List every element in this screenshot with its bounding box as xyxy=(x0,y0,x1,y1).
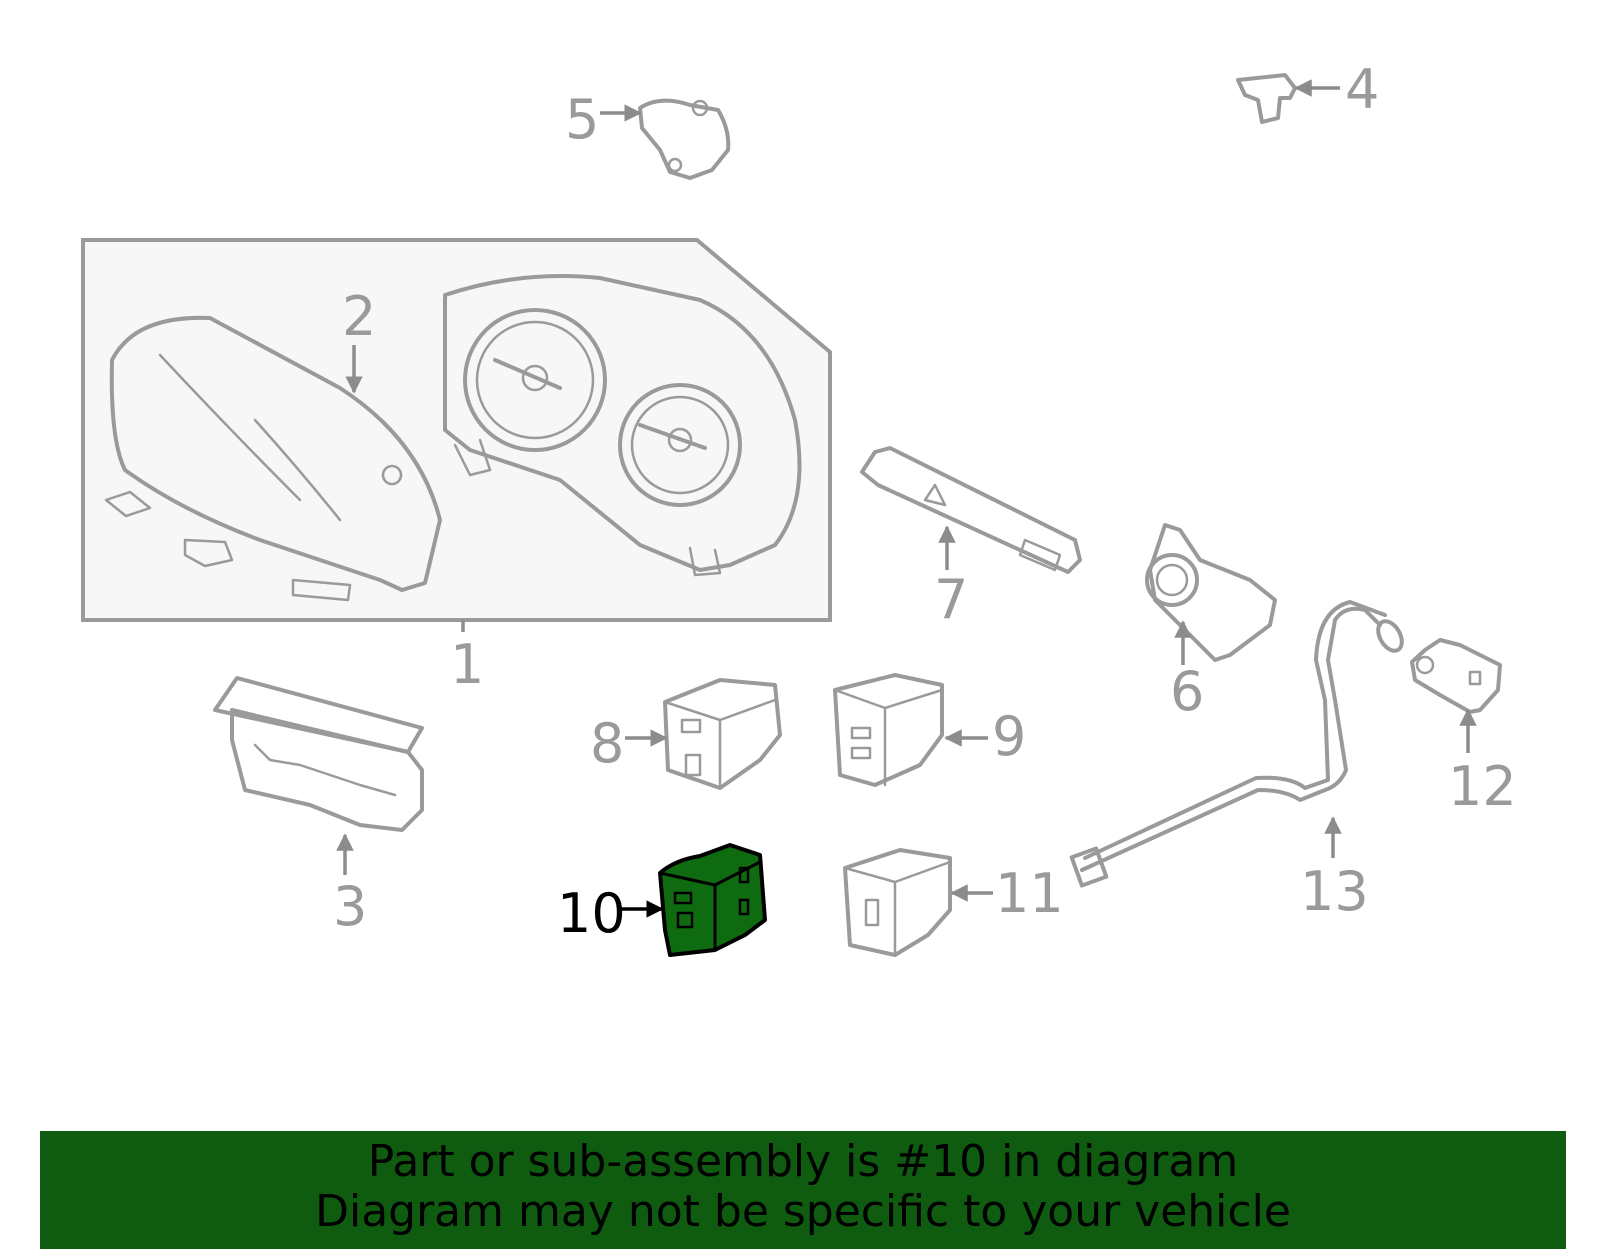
callout-6: 6 xyxy=(1170,660,1204,723)
banner-part-line: Part or sub-assembly is #10 in diagram xyxy=(367,1136,1239,1187)
part-9-switch[interactable] xyxy=(833,673,944,787)
callout-11: 11 xyxy=(995,862,1064,925)
part-12-connector[interactable] xyxy=(1410,638,1502,714)
callout-7: 7 xyxy=(934,568,968,631)
part-13-cable[interactable] xyxy=(1069,600,1407,888)
part-10-switch-highlighted[interactable] xyxy=(658,843,767,957)
part-8-switch[interactable] xyxy=(663,678,782,790)
info-banner: Part or sub-assembly is #10 in diagram D… xyxy=(40,1131,1566,1249)
callout-2: 2 xyxy=(342,285,376,348)
callout-8: 8 xyxy=(590,712,624,775)
part-6-ignition-switch[interactable] xyxy=(1145,523,1277,662)
banner-disclaimer-line: Diagram may not be specific to your vehi… xyxy=(315,1186,1291,1237)
part-11-switch[interactable] xyxy=(843,848,952,957)
callout-4: 4 xyxy=(1345,58,1379,121)
callout-5: 5 xyxy=(565,88,599,151)
callout-1: 1 xyxy=(450,633,484,696)
part-3-switch-panel[interactable] xyxy=(213,676,424,832)
part-7-hazard-switch[interactable] xyxy=(860,446,1082,574)
callout-12: 12 xyxy=(1448,755,1517,818)
callout-9: 9 xyxy=(992,705,1026,768)
part-4-clip[interactable] xyxy=(1236,73,1297,124)
part-1-instrument-cluster[interactable] xyxy=(81,238,832,622)
callout-10: 10 xyxy=(557,882,626,945)
callout-13: 13 xyxy=(1300,860,1369,923)
part-5-sensor[interactable] xyxy=(638,98,731,180)
callout-3: 3 xyxy=(333,875,367,938)
